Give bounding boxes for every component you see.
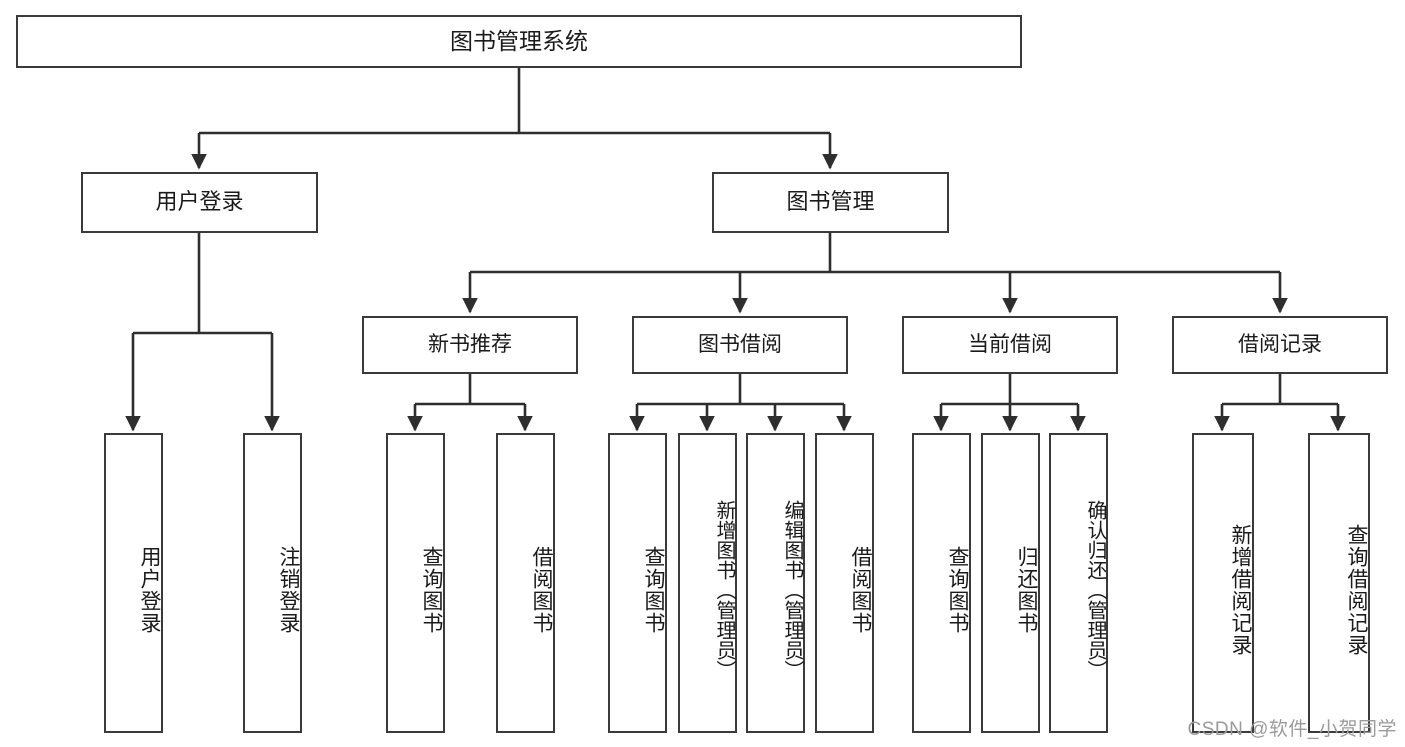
leaf-user-login-login[interactable]: 用户登录 bbox=[104, 433, 163, 733]
leaf-book-borrow-edit-book-admin[interactable]: 编辑图书（管理员） bbox=[746, 433, 805, 733]
node-user-login[interactable]: 用户登录 bbox=[81, 172, 318, 233]
leaf-book-borrow-borrow-book[interactable]: 借阅图书 bbox=[815, 433, 874, 733]
node-current-borrow[interactable]: 当前借阅 bbox=[902, 316, 1118, 374]
leaf-book-borrow-query-book[interactable]: 查询图书 bbox=[608, 433, 667, 733]
leaf-new-book-borrow-book[interactable]: 借阅图书 bbox=[496, 433, 555, 733]
leaf-borrow-record-query-record[interactable]: 查询借阅记录 bbox=[1308, 433, 1370, 733]
node-new-book-recommend[interactable]: 新书推荐 bbox=[362, 316, 578, 374]
leaf-borrow-record-add-record[interactable]: 新增借阅记录 bbox=[1192, 433, 1254, 733]
node-book-management[interactable]: 图书管理 bbox=[712, 172, 949, 233]
watermark-credit: CSDN @软件_小贺同学 bbox=[1187, 719, 1397, 740]
leaf-new-book-query-book[interactable]: 查询图书 bbox=[386, 433, 445, 733]
leaf-current-borrow-return-book[interactable]: 归还图书 bbox=[981, 433, 1040, 733]
leaf-book-borrow-add-book-admin[interactable]: 新增图书（管理员） bbox=[678, 433, 737, 733]
leaf-user-login-logout[interactable]: 注销登录 bbox=[243, 433, 302, 733]
leaf-current-borrow-confirm-return-admin[interactable]: 确认归还（管理员） bbox=[1049, 433, 1108, 733]
leaf-current-borrow-query-book[interactable]: 查询图书 bbox=[912, 433, 971, 733]
node-root-system[interactable]: 图书管理系统 bbox=[16, 15, 1022, 68]
node-book-borrow[interactable]: 图书借阅 bbox=[632, 316, 848, 374]
node-borrow-record[interactable]: 借阅记录 bbox=[1172, 316, 1388, 374]
